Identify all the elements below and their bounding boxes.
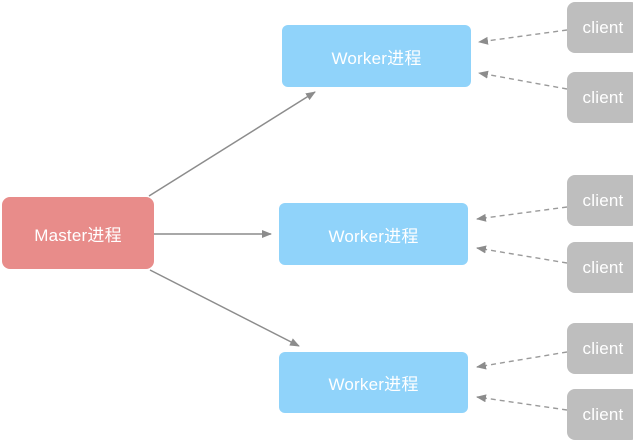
- node-worker3-label: Worker进程: [328, 375, 419, 394]
- node-client2: client: [567, 72, 633, 123]
- node-client3-label: client: [582, 190, 624, 210]
- node-client4-label: client: [582, 257, 624, 277]
- edge-client4-worker2: [476, 245, 568, 264]
- node-worker3: Worker进程: [279, 352, 468, 413]
- node-client2-label: client: [582, 87, 624, 107]
- node-client5-label: client: [582, 338, 624, 358]
- node-client6: client: [567, 389, 633, 440]
- edge-master-worker1: [148, 91, 316, 197]
- node-master-label: Master进程: [34, 225, 122, 245]
- edge-client3-worker2: [476, 206, 568, 222]
- edge-client5-worker3: [476, 351, 568, 370]
- edge-client2-worker1: [478, 70, 568, 90]
- node-master: Master进程: [2, 197, 154, 269]
- node-worker2: Worker进程: [279, 203, 468, 265]
- node-client4: client: [567, 242, 633, 293]
- node-worker1-label: Worker进程: [331, 48, 422, 68]
- edge-client6-worker3: [476, 394, 568, 411]
- node-client6-label: client: [582, 404, 624, 424]
- edge-client1-worker1: [478, 29, 568, 45]
- node-worker2-label: Worker进程: [328, 226, 419, 246]
- node-client5: client: [567, 323, 633, 374]
- edge-master-worker3: [149, 269, 300, 347]
- node-client1: client: [567, 2, 633, 53]
- node-worker1: Worker进程: [282, 25, 471, 87]
- node-client3: client: [567, 175, 633, 226]
- node-client1-label: client: [582, 17, 624, 37]
